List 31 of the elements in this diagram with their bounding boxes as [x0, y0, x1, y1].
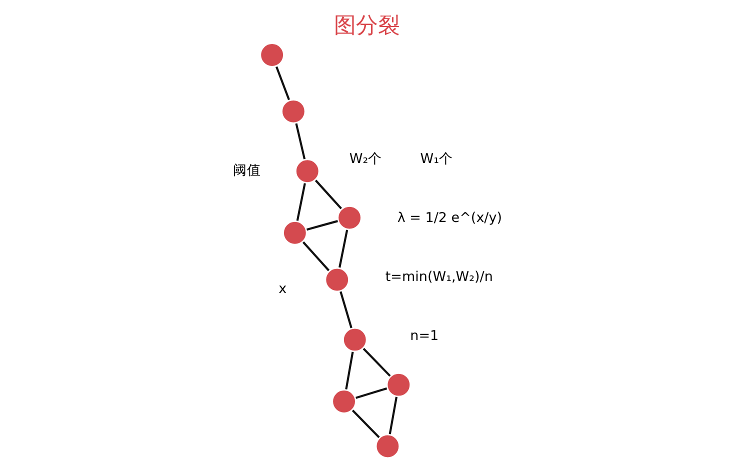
- label: x: [278, 280, 287, 297]
- node-circle: [330, 388, 358, 415]
- label: t=min(W₁,W₂)/n: [385, 269, 493, 286]
- node-circle: [324, 266, 351, 294]
- connector: [338, 230, 348, 268]
- label: W₂个: [349, 150, 382, 167]
- connector: [314, 180, 342, 210]
- node-circle: [336, 204, 364, 232]
- label: W₁个: [420, 150, 454, 167]
- node-circle: [258, 42, 286, 68]
- node-circle: [374, 432, 402, 460]
- connector: [356, 387, 388, 399]
- connector: [388, 396, 398, 434]
- label: n=1: [410, 328, 439, 344]
- label: λ = 1/2 e^(x/y): [397, 210, 502, 226]
- connector: [276, 66, 290, 100]
- diagram-title: 图分裂: [334, 13, 400, 38]
- connector: [295, 123, 306, 160]
- label: 阈值: [233, 162, 262, 179]
- node-circle: [280, 98, 307, 125]
- node-circle: [385, 371, 412, 398]
- node-circle: [294, 158, 321, 185]
- node-circle: [281, 219, 308, 246]
- connector: [302, 241, 330, 272]
- connector: [362, 348, 391, 377]
- connector: [296, 183, 306, 221]
- connector: [352, 410, 380, 438]
- node-circle: [341, 326, 368, 354]
- connector: [340, 291, 352, 328]
- connector: [345, 352, 354, 390]
- connector: [306, 220, 338, 231]
